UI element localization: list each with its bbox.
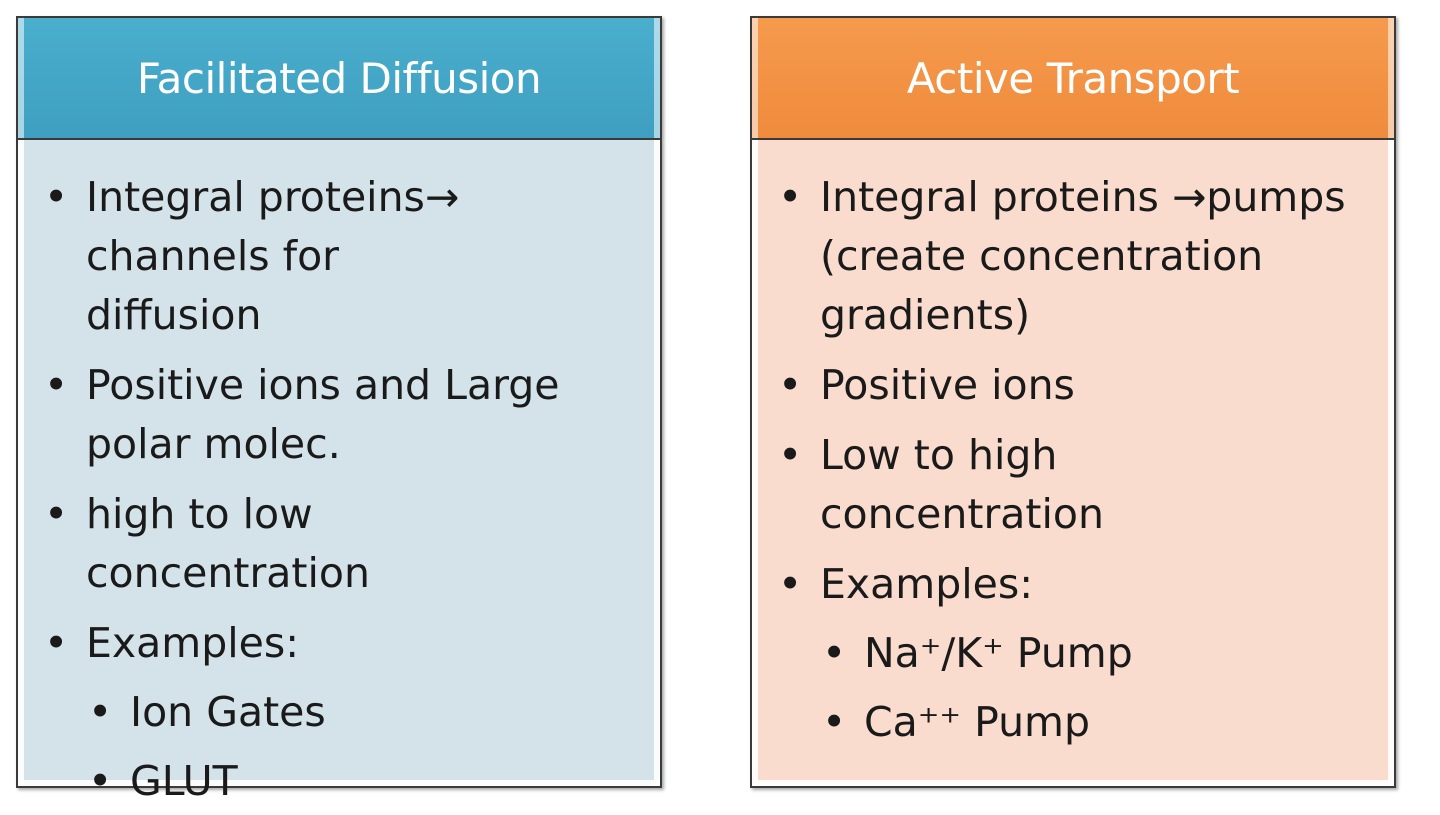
facilitated-diffusion-list: Integral proteins→ channels for diffusio…	[18, 140, 660, 811]
sub-list-item: GLUT	[86, 752, 650, 811]
list-item: Positive ions	[752, 356, 1384, 415]
facilitated-diffusion-panel: Facilitated Diffusion Integral proteins→…	[16, 16, 662, 811]
examples-label: Examples:	[86, 619, 300, 667]
list-item: Examples: Ion Gates GLUT	[18, 614, 650, 811]
list-item: Integral proteins →pumps (create concent…	[752, 168, 1365, 345]
list-item: high to low concentration	[18, 485, 416, 603]
facilitated-diffusion-header: Facilitated Diffusion	[18, 18, 660, 140]
active-transport-header: Active Transport	[752, 18, 1394, 140]
list-item: Low to high concentration	[752, 426, 1150, 544]
list-item: Positive ions and Large polar molec.	[18, 356, 606, 474]
sub-list-item: Ion Gates	[86, 683, 650, 742]
sub-list-item: Na⁺/K⁺ Pump	[820, 624, 1384, 683]
active-transport-body: Integral proteins →pumps (create concent…	[752, 140, 1394, 786]
examples-label: Examples:	[820, 560, 1034, 608]
list-item: Examples: Na⁺/K⁺ Pump Ca⁺⁺ Pump	[752, 555, 1384, 752]
sub-list-item: Ca⁺⁺ Pump	[820, 693, 1384, 752]
examples-sublist: Ion Gates GLUT	[86, 683, 650, 811]
examples-sublist: Na⁺/K⁺ Pump Ca⁺⁺ Pump	[820, 624, 1384, 752]
list-item: Integral proteins→ channels for diffusio…	[18, 168, 526, 345]
active-transport-list: Integral proteins →pumps (create concent…	[752, 140, 1394, 752]
active-transport-panel: Active Transport Integral proteins →pump…	[750, 16, 1396, 788]
facilitated-diffusion-body: Integral proteins→ channels for diffusio…	[18, 140, 660, 811]
